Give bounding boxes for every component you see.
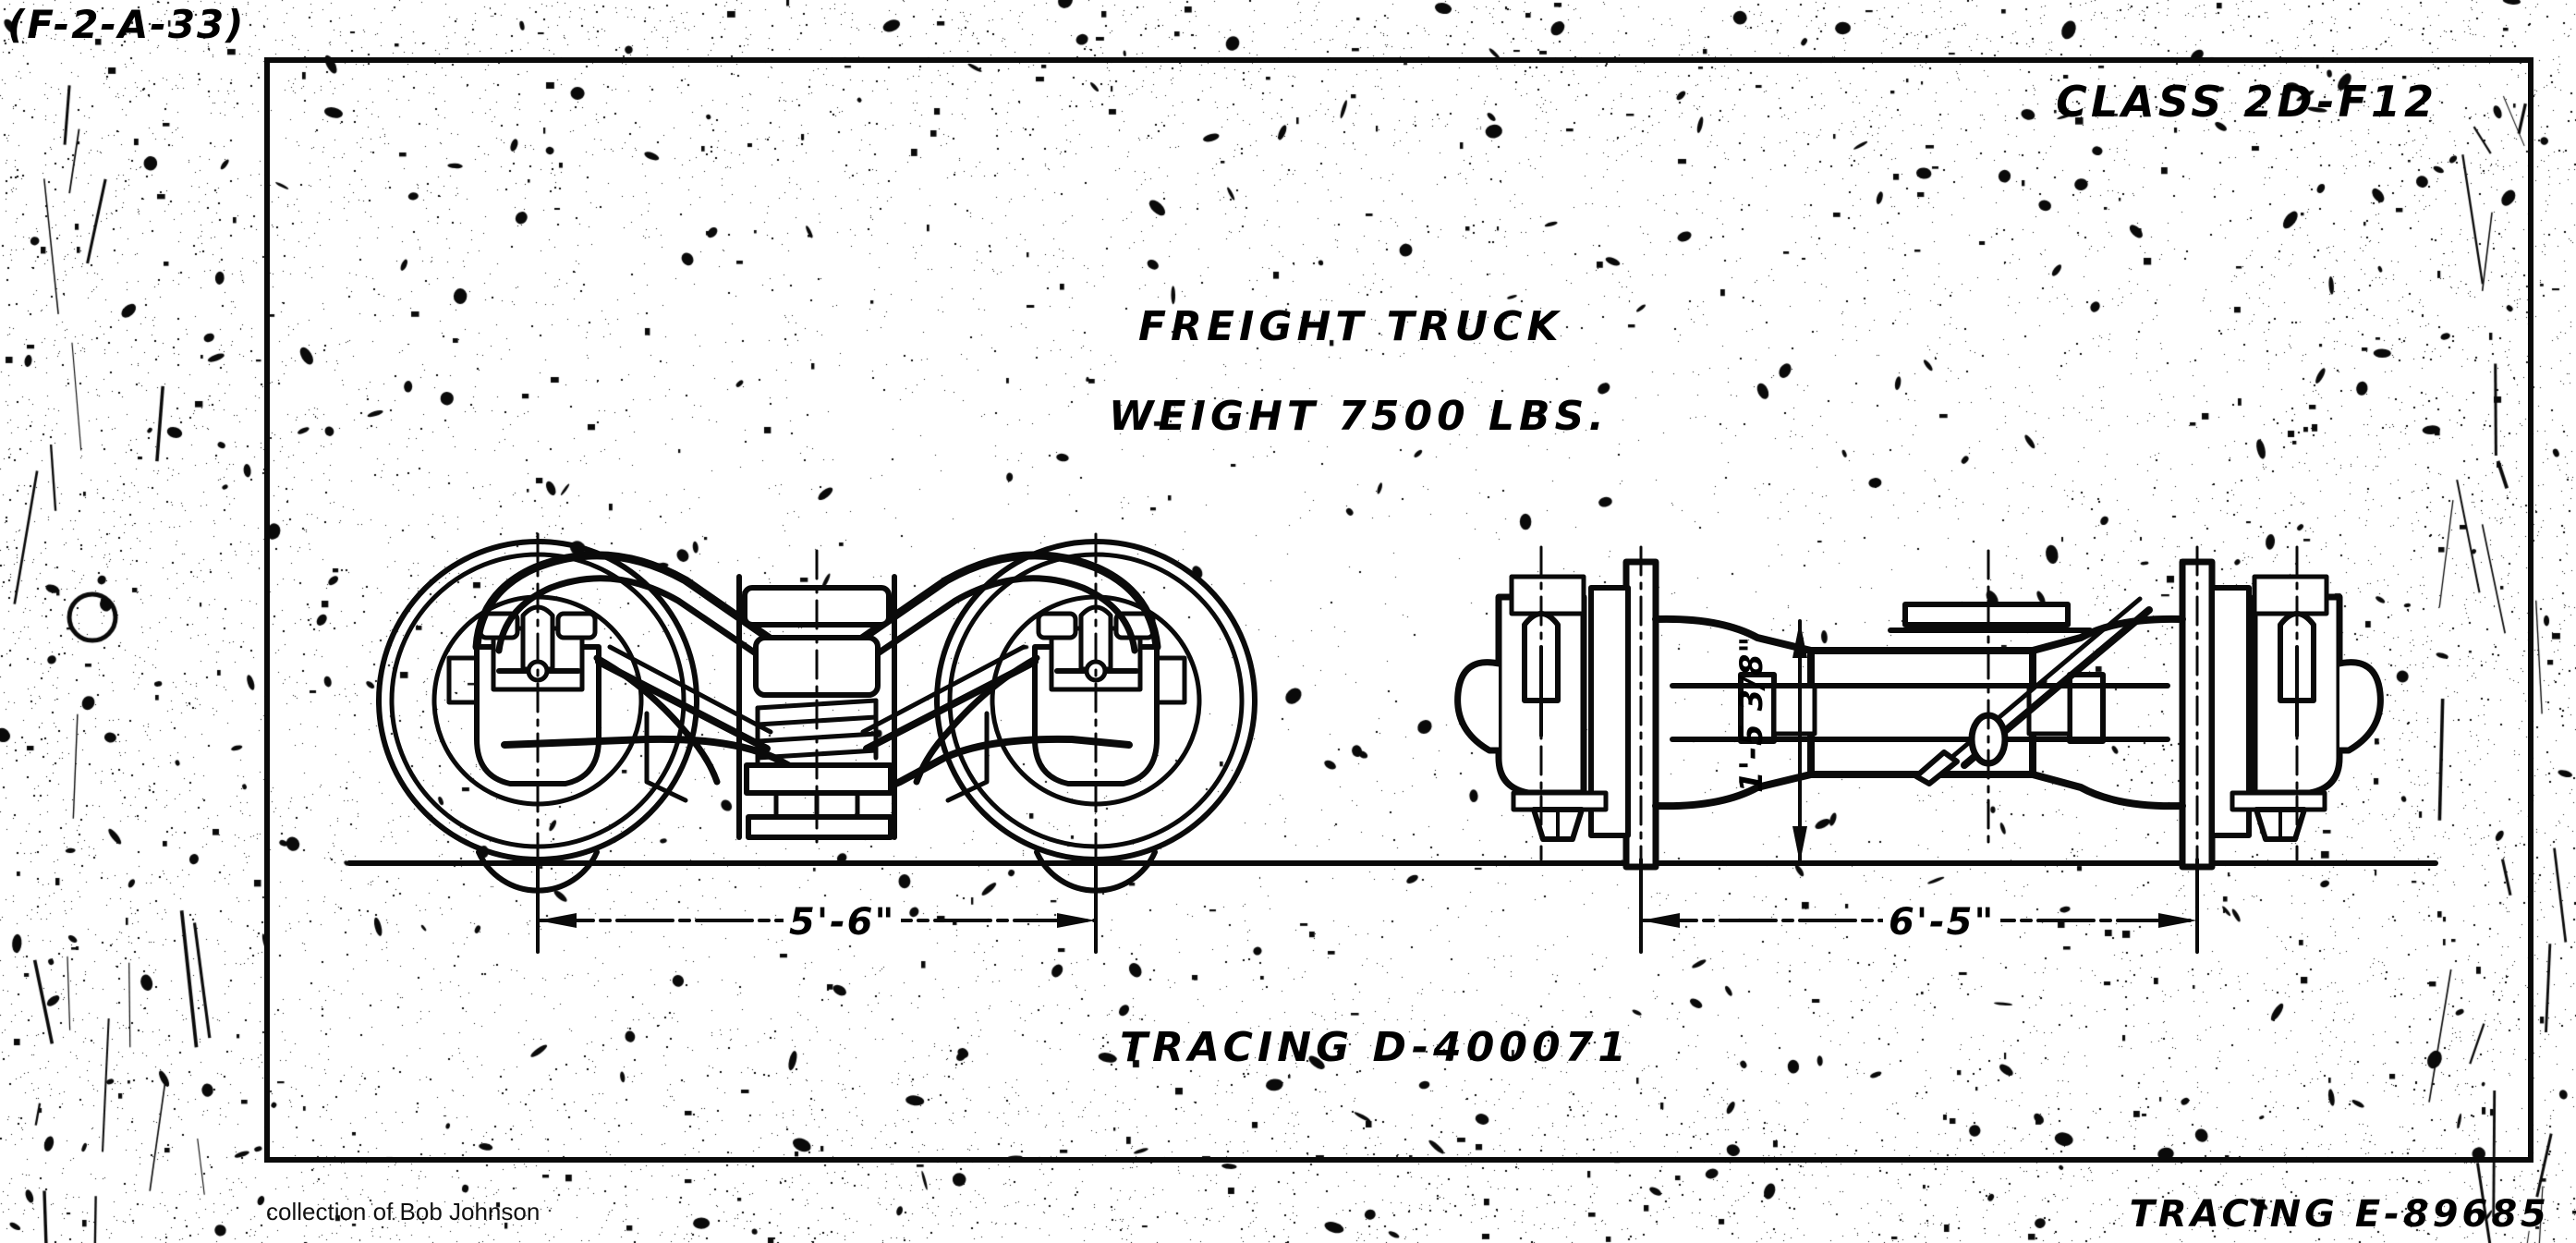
end-right-journal-box <box>2230 574 2384 842</box>
axle-taper-top-right <box>2029 615 2186 654</box>
side-elevation-view <box>376 532 1258 954</box>
end-left-journal-box <box>1454 574 1609 842</box>
tracing-number-main: TRACING D-400071 <box>1120 1024 1631 1071</box>
right-pedestal-leg <box>913 654 1040 786</box>
side-dim-arrow-right <box>1057 913 1096 928</box>
drawing-border-frame <box>264 57 2533 1163</box>
end-elevation-view <box>1454 545 2384 954</box>
end-height-arrow-top <box>1792 621 1807 658</box>
right-brake-hanger <box>945 711 990 803</box>
end-height-arrow-bottom <box>1792 826 1807 863</box>
end-dim-arrow-right <box>2158 913 2197 928</box>
truss-rod-clevis <box>1914 749 1960 786</box>
end-view-gauge-dimension: 6'-5" <box>1883 901 2001 944</box>
left-journal-box <box>446 604 601 786</box>
drawing-title-line-2: WEIGHT 7500 LBS. <box>1109 393 1609 440</box>
end-view-height-dimension: 1'-5 3/8" <box>1733 635 1770 793</box>
left-brake-hanger <box>644 711 688 803</box>
end-dim-arrow-left <box>1641 913 1680 928</box>
document-reference-code: (F-2-A-33) <box>7 2 246 47</box>
side-dim-arrow-left <box>538 913 577 928</box>
left-pedestal-leg <box>593 654 721 786</box>
drawing-title-line-1: FREIGHT TRUCK <box>1138 303 1563 350</box>
axle-taper-bottom-left <box>1652 771 1815 810</box>
right-journal-box <box>1032 604 1187 786</box>
end-right-wheel <box>2179 558 2252 871</box>
side-view-wheelbase-dimension: 5'-6" <box>784 901 902 944</box>
collection-credit: collection of Bob Johnson <box>266 1198 541 1225</box>
axle-taper-bottom-right <box>2029 771 2186 810</box>
tracing-number-sheet: TRACING E-89685 <box>2129 1193 2550 1236</box>
end-left-wheel <box>1588 558 1659 871</box>
end-bolster-seat <box>1902 602 2071 628</box>
axle-taper-top-left <box>1652 615 1815 654</box>
class-label: CLASS 2D-F12 <box>2056 77 2437 127</box>
